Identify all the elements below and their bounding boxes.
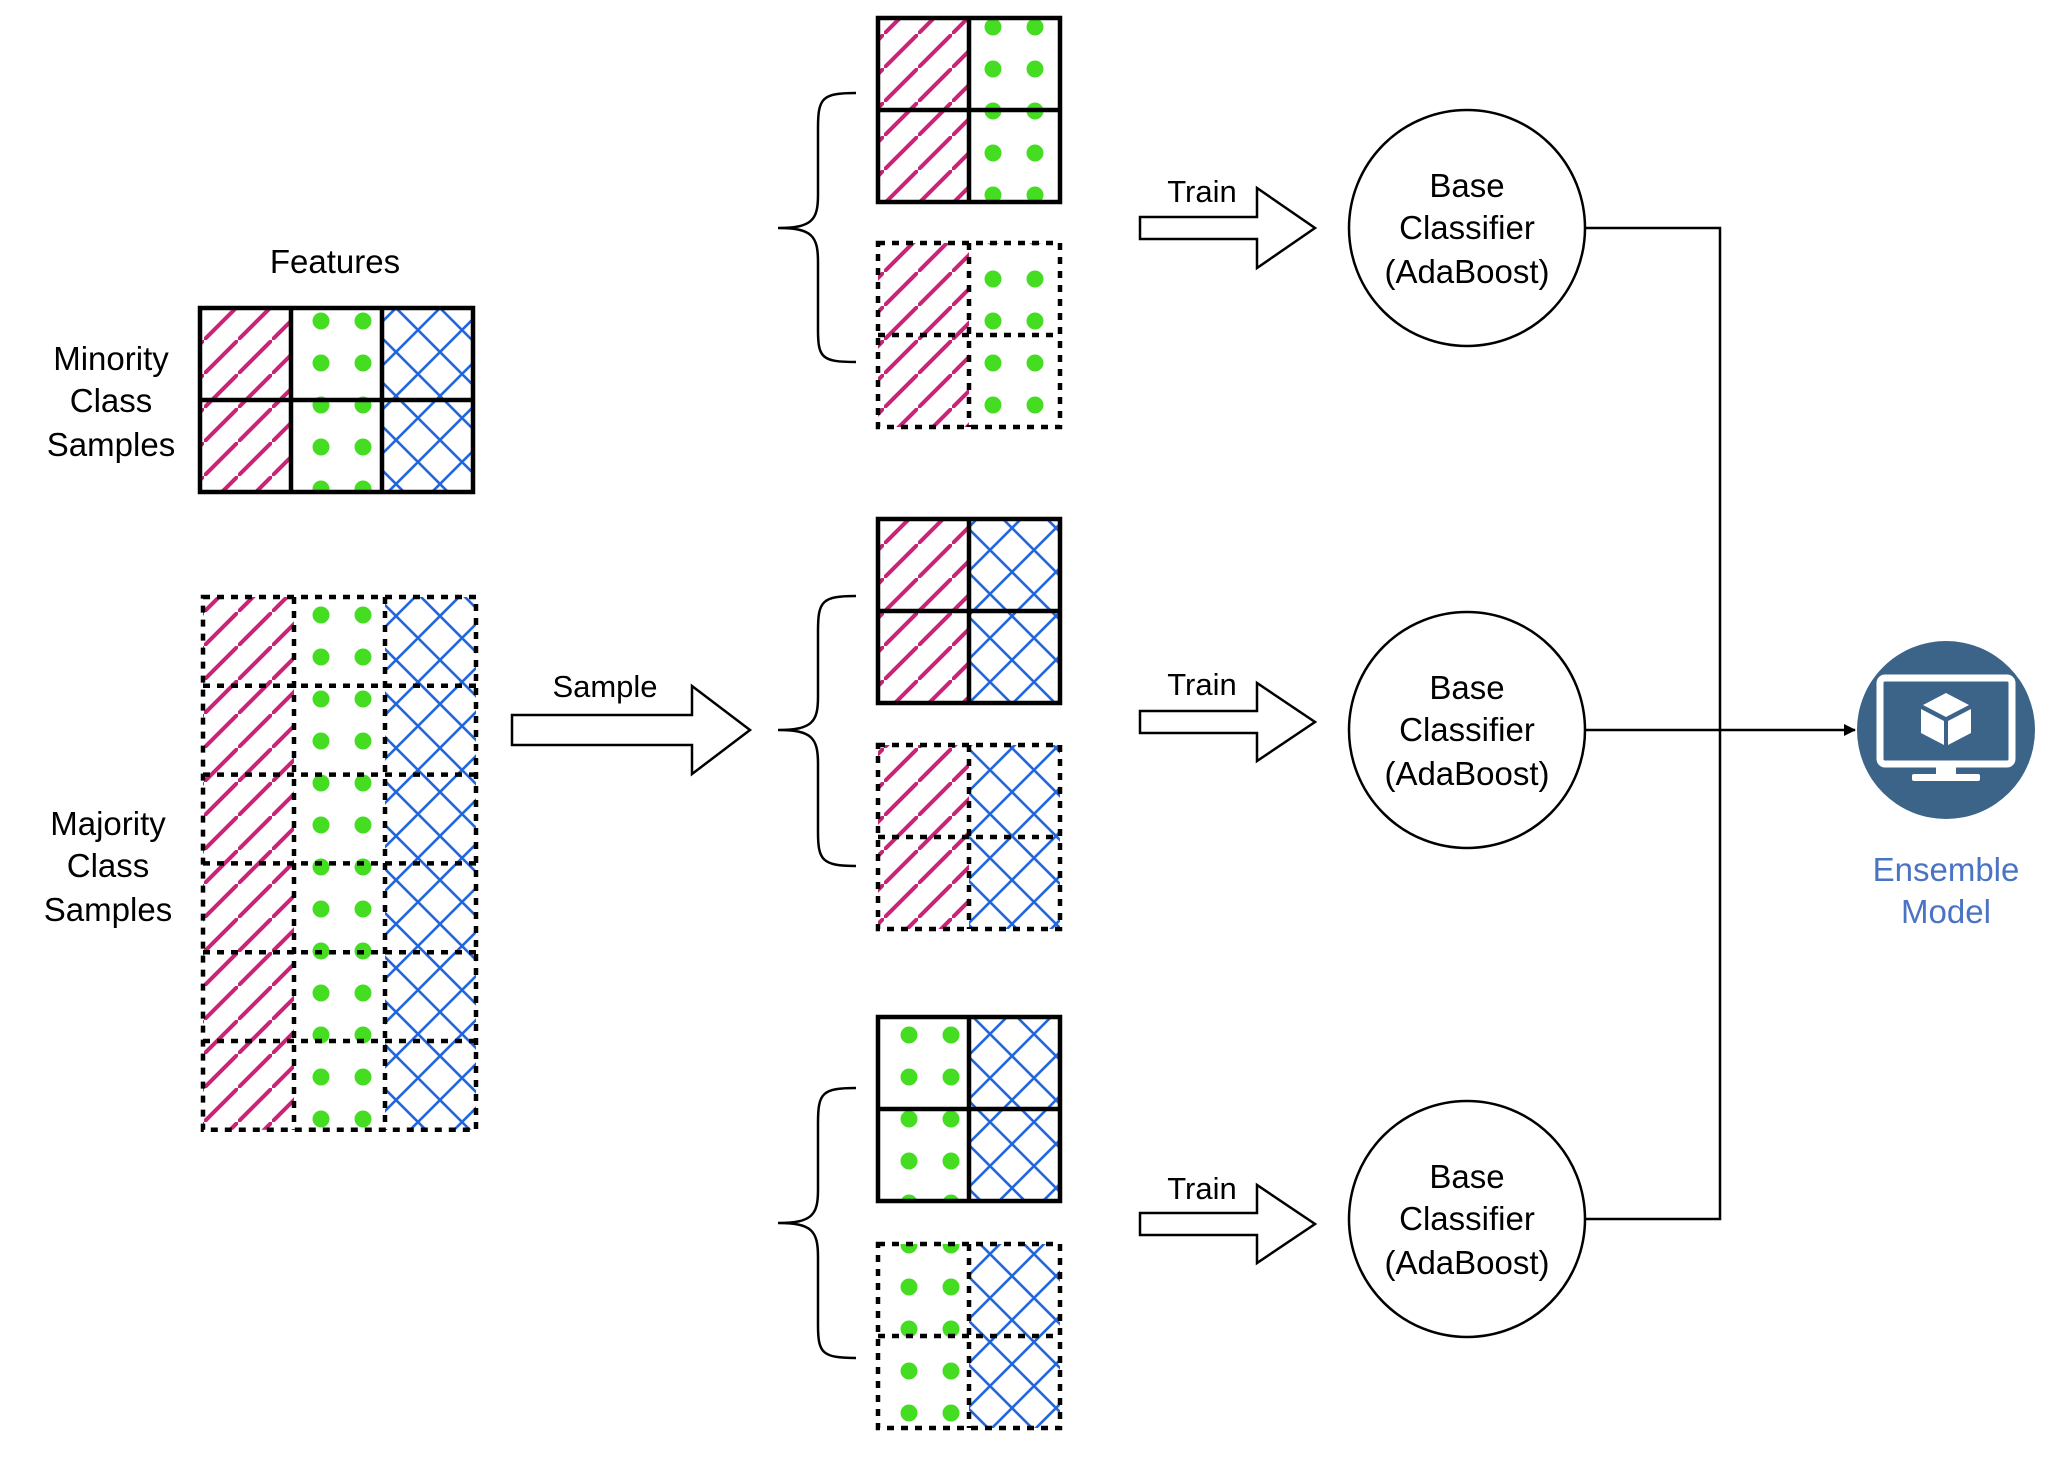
classifier-label-line-2: Classifier [1399, 1200, 1535, 1237]
connector-bottom [1585, 730, 1722, 1221]
subset-2-minority-matrix [875, 516, 1063, 706]
ensemble-icon-circle [1857, 641, 2035, 819]
ensemble-label-line-1: Ensemble [1873, 851, 2020, 888]
train-arrow-3 [1138, 1182, 1318, 1266]
subset-1-minority-matrix [875, 15, 1063, 205]
minority-matrix-grid [197, 305, 476, 495]
monitor-base [1912, 774, 1980, 781]
cube-top [1923, 693, 1969, 717]
subset-1-majority-matrix [875, 240, 1063, 430]
base-classifier-2: Base Classifier (AdaBoost) [1347, 610, 1587, 850]
classifier-label-line-3: (AdaBoost) [1384, 755, 1549, 792]
train-arrow-1 [1138, 185, 1318, 271]
majority-class-label: Majority Class Samples [44, 805, 172, 928]
ensemble-label-line-2: Model [1901, 893, 1991, 930]
base-classifier-3: Base Classifier (AdaBoost) [1347, 1099, 1587, 1339]
base-classifier-1: Base Classifier (AdaBoost) [1347, 108, 1587, 348]
minority-label-line-1: Minority [53, 340, 169, 377]
majority-label-line-2: Class [67, 847, 150, 884]
brace-3 [777, 1086, 857, 1360]
matrix-border [197, 305, 476, 495]
cross-feature-column [969, 1244, 1060, 1428]
majority-label-line-3: Samples [44, 891, 172, 928]
matrix-border [875, 15, 1063, 205]
subset-2-majority-matrix [875, 742, 1063, 932]
matrix-border [875, 1014, 1063, 1204]
matrix-border [200, 594, 479, 1133]
subset-3-minority-matrix [875, 1014, 1063, 1204]
subset-3-majority-matrix [875, 1241, 1063, 1431]
matrix-border [875, 516, 1063, 706]
matrix-border [875, 1241, 1063, 1431]
monitor-stand [1936, 764, 1956, 776]
minority-class-matrix [197, 305, 476, 495]
sample-arrow [510, 683, 753, 777]
brace-1 [777, 91, 857, 364]
classifier-label-line-3: (AdaBoost) [1384, 253, 1549, 290]
train-label-2: Train [1167, 667, 1236, 702]
dots-feature-column [969, 243, 1060, 427]
connector-top [1585, 226, 1722, 730]
monitor-cube-icon [1857, 641, 2035, 819]
minority-label-line-3: Samples [47, 426, 175, 463]
classifier-label-line-1: Base [1429, 167, 1504, 204]
matrix-border [875, 240, 1063, 430]
classifier-label-line-1: Base [1429, 1158, 1504, 1195]
cube-right [1948, 709, 1971, 745]
majority-label-line-1: Majority [50, 805, 166, 842]
brace-2 [777, 594, 857, 868]
dots-feature-column [294, 597, 385, 1130]
sampled-subsets [875, 15, 1063, 1431]
matrix-border [875, 742, 1063, 932]
majority-matrix-grid [200, 594, 479, 1133]
cross-feature-column [969, 745, 1060, 929]
train-label-3: Train [1167, 1171, 1236, 1206]
classifier-label-line-2: Classifier [1399, 711, 1535, 748]
cube-left [1921, 709, 1944, 745]
train-label-1: Train [1167, 174, 1236, 209]
classifier-label-line-1: Base [1429, 669, 1504, 706]
sample-label: Sample [552, 669, 657, 704]
minority-label-line-2: Class [70, 382, 153, 419]
minority-class-label: Minority Class Samples [47, 340, 175, 463]
train-arrow-2 [1138, 680, 1318, 764]
majority-class-matrix [200, 594, 479, 1133]
classifier-label-line-2: Classifier [1399, 209, 1535, 246]
classifier-label-line-3: (AdaBoost) [1384, 1244, 1549, 1281]
features-label: Features [270, 243, 400, 280]
